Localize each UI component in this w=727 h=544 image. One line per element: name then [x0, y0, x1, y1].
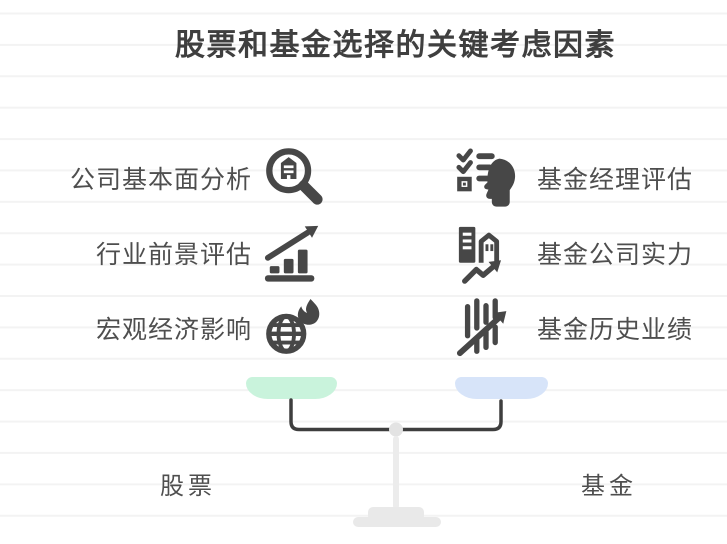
page-title: 股票和基金选择的关键考虑因素: [175, 29, 616, 62]
bar-chart-growth-icon: [263, 222, 325, 284]
list-item-industry-outlook: 行业前景评估: [0, 221, 325, 285]
item-label: 基金历史业绩: [537, 317, 694, 344]
item-label: 宏观经济影响: [95, 317, 252, 344]
scale-base-bottom: [353, 517, 441, 527]
list-item-fund-manager: 基金经理评估: [455, 146, 727, 210]
list-item-company-fundamentals: 公司基本面分析: [0, 146, 325, 210]
scale-label-stocks: 股票: [160, 474, 216, 500]
company-buildings-trend-icon: [455, 222, 517, 284]
item-label: 行业前景评估: [95, 242, 252, 269]
list-item-fund-company: 基金公司实力: [455, 221, 727, 285]
item-label: 基金公司实力: [537, 242, 694, 269]
scale-label-funds: 基金: [581, 474, 637, 500]
globe-flame-icon: [263, 297, 325, 359]
scale-pan-funds: [455, 377, 548, 399]
scale-pole: [393, 436, 399, 509]
magnifier-building-icon: [263, 147, 325, 209]
scale-pan-stocks: [246, 377, 337, 399]
candlestick-trend-icon: [455, 297, 517, 359]
item-label: 基金经理评估: [537, 167, 694, 194]
scale-base-top: [368, 507, 424, 518]
item-label: 公司基本面分析: [69, 167, 252, 194]
list-item-fund-performance: 基金历史业绩: [455, 296, 727, 360]
manager-checklist-head-icon: [455, 147, 517, 209]
scale-pivot-circle: [389, 422, 403, 437]
list-item-macro-economy: 宏观经济影响: [0, 296, 325, 360]
